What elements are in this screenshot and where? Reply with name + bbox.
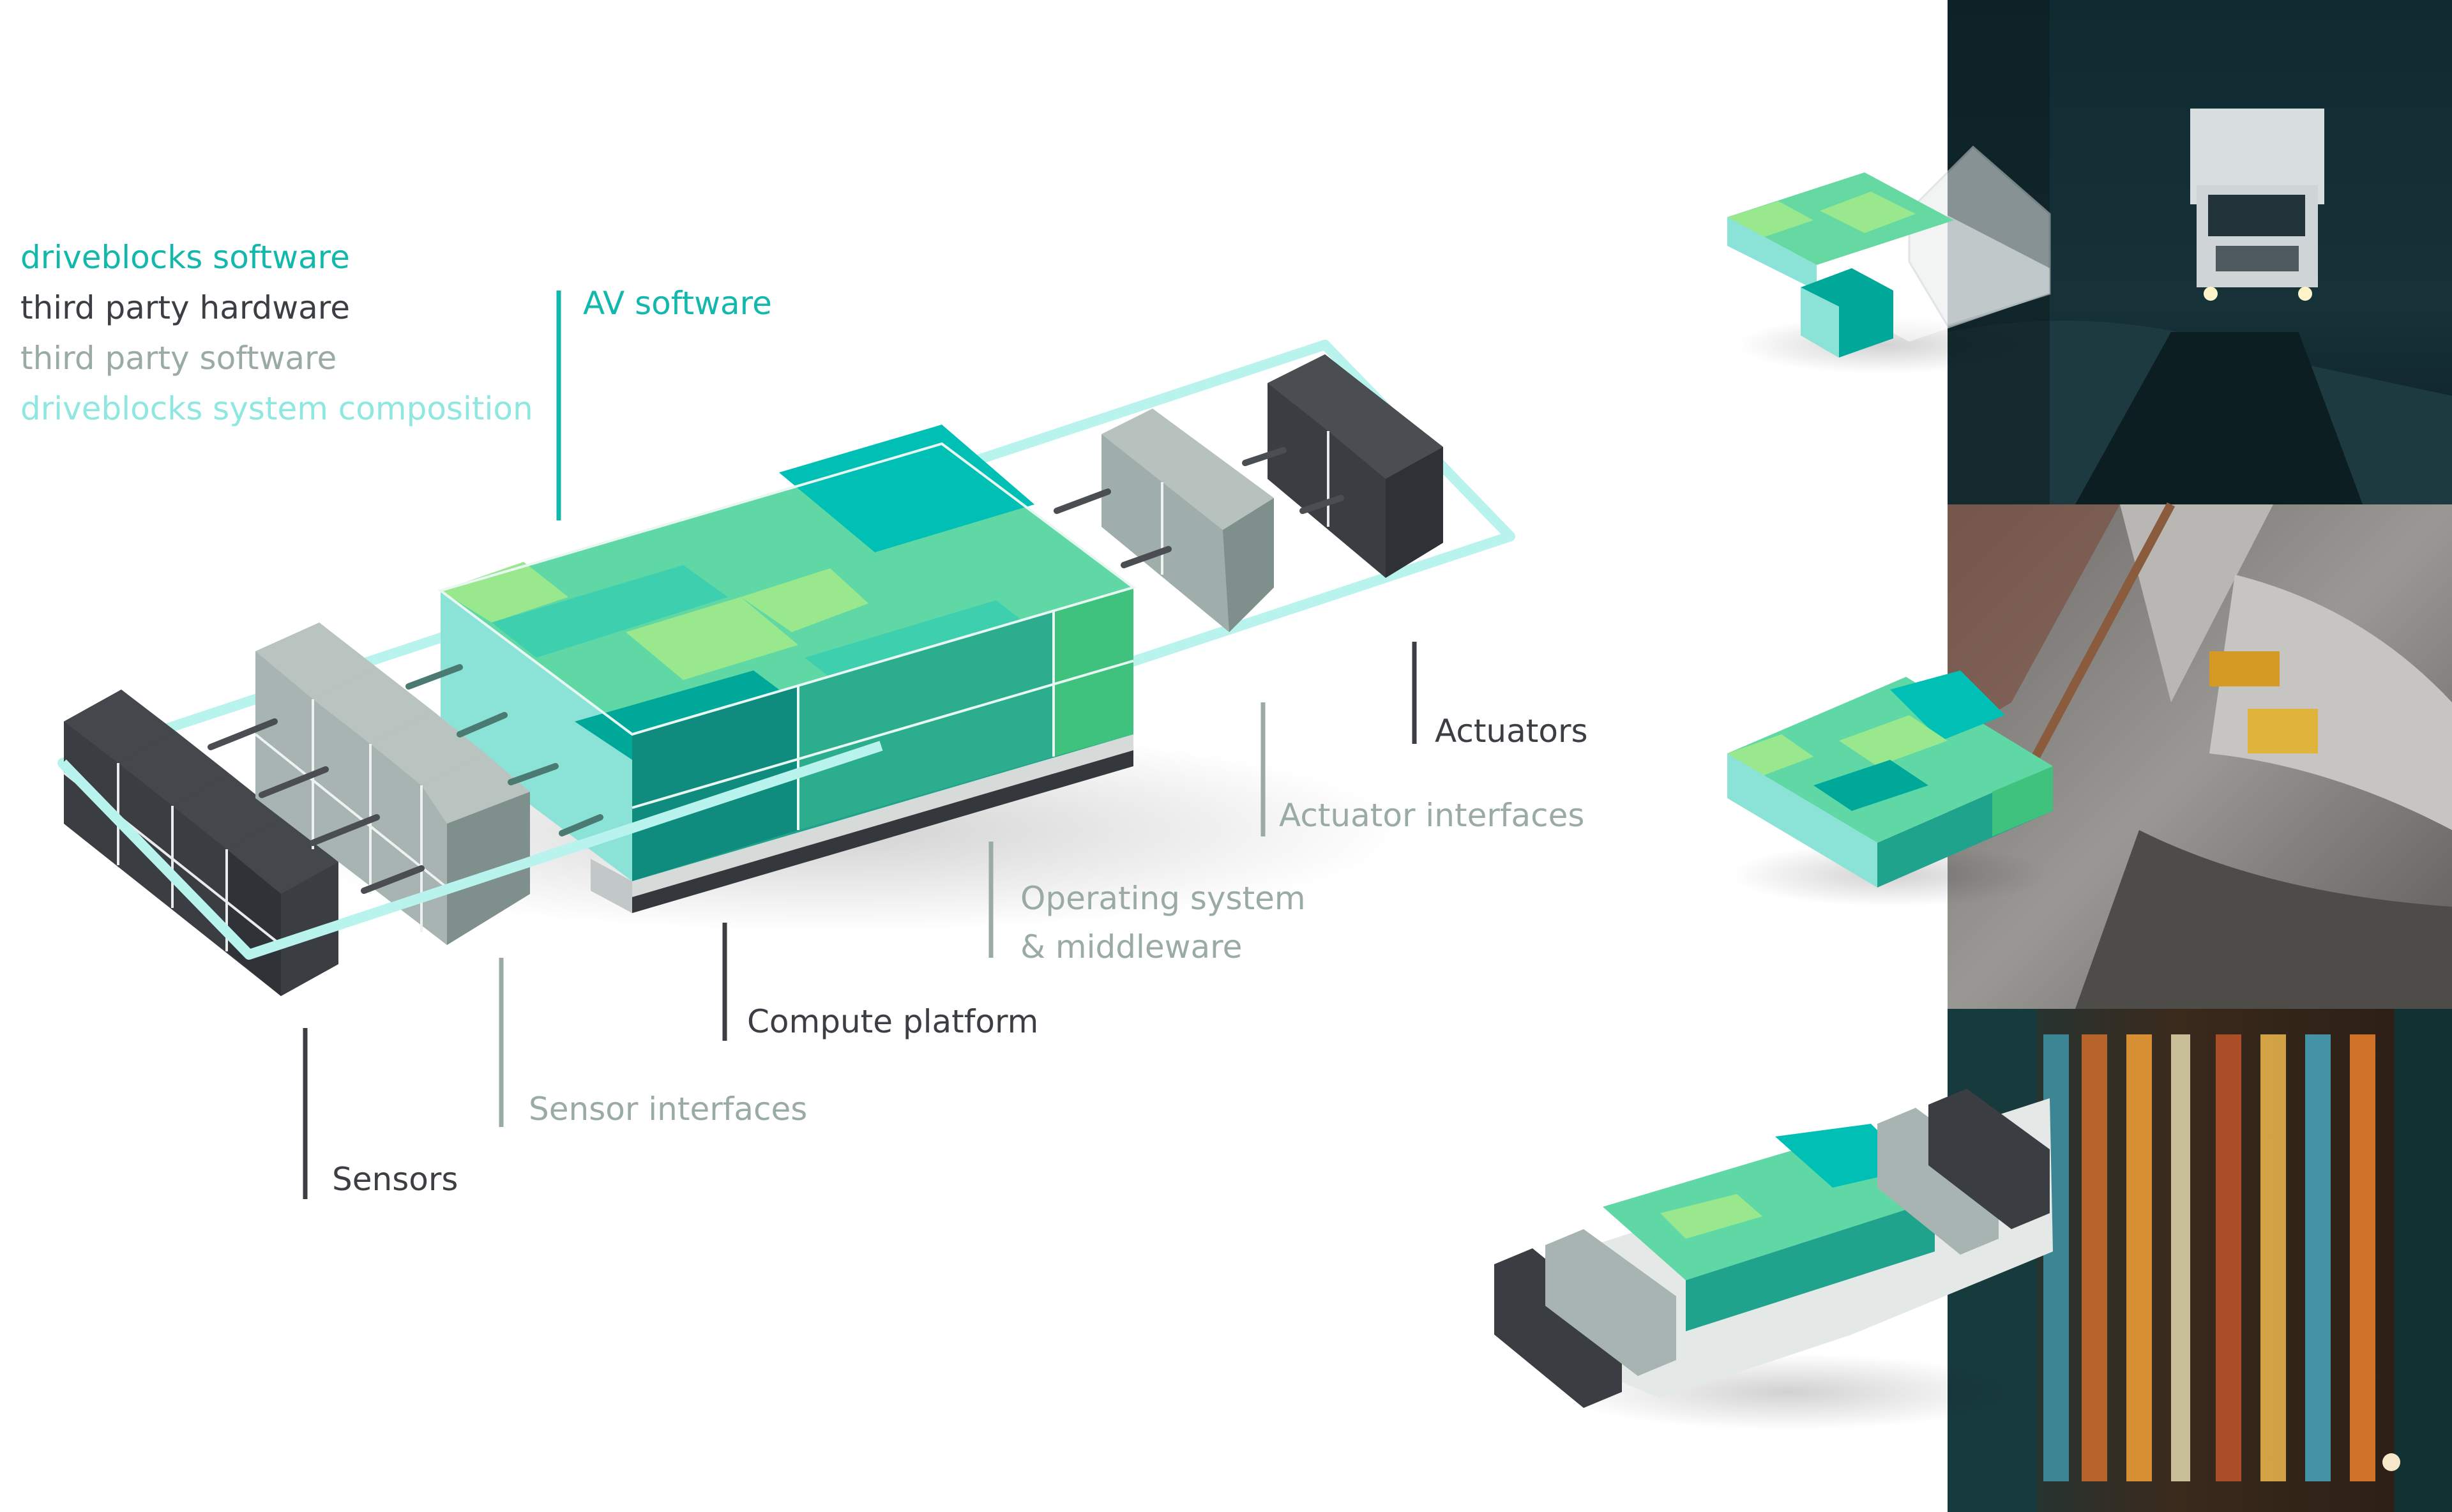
operating-system-label: Operating system & middleware bbox=[1020, 874, 1306, 971]
compute-platform bbox=[591, 734, 1133, 913]
av-software-label: AV software bbox=[583, 285, 772, 322]
main-diagram bbox=[57, 340, 1515, 996]
legend-third-party-hardware: third party hardware bbox=[20, 289, 351, 326]
compute-platform-label: Compute platform bbox=[747, 1003, 1039, 1040]
legend-third-party-software: third party software bbox=[20, 340, 337, 377]
compute-connectors bbox=[405, 664, 603, 836]
mini-diagram-mining bbox=[1727, 670, 2053, 907]
mini-diagram-port bbox=[1494, 1089, 2053, 1430]
sensor-interfaces-block bbox=[254, 623, 530, 945]
sensor-connectors bbox=[208, 718, 425, 894]
sensors-label: Sensors bbox=[332, 1161, 458, 1198]
actuators-block bbox=[1268, 354, 1443, 578]
actuator-connectors bbox=[1054, 447, 1344, 568]
sensors-block bbox=[63, 690, 338, 996]
legend-system-composition: driveblocks system composition bbox=[20, 390, 533, 427]
sensor-interfaces-label: Sensor interfaces bbox=[529, 1091, 808, 1128]
operating-system-label-line2: & middleware bbox=[1020, 928, 1243, 965]
actuators-label: Actuators bbox=[1435, 713, 1588, 750]
actuator-interfaces-label: Actuator interfaces bbox=[1279, 797, 1585, 834]
operating-system-label-line1: Operating system bbox=[1020, 880, 1306, 917]
callout-lines bbox=[303, 291, 1417, 1199]
legend-driveblocks-software: driveblocks software bbox=[20, 239, 350, 276]
actuator-interfaces-block bbox=[1101, 409, 1274, 632]
mini-diagram-truck bbox=[1727, 145, 2051, 374]
av-software-block bbox=[437, 425, 1137, 881]
